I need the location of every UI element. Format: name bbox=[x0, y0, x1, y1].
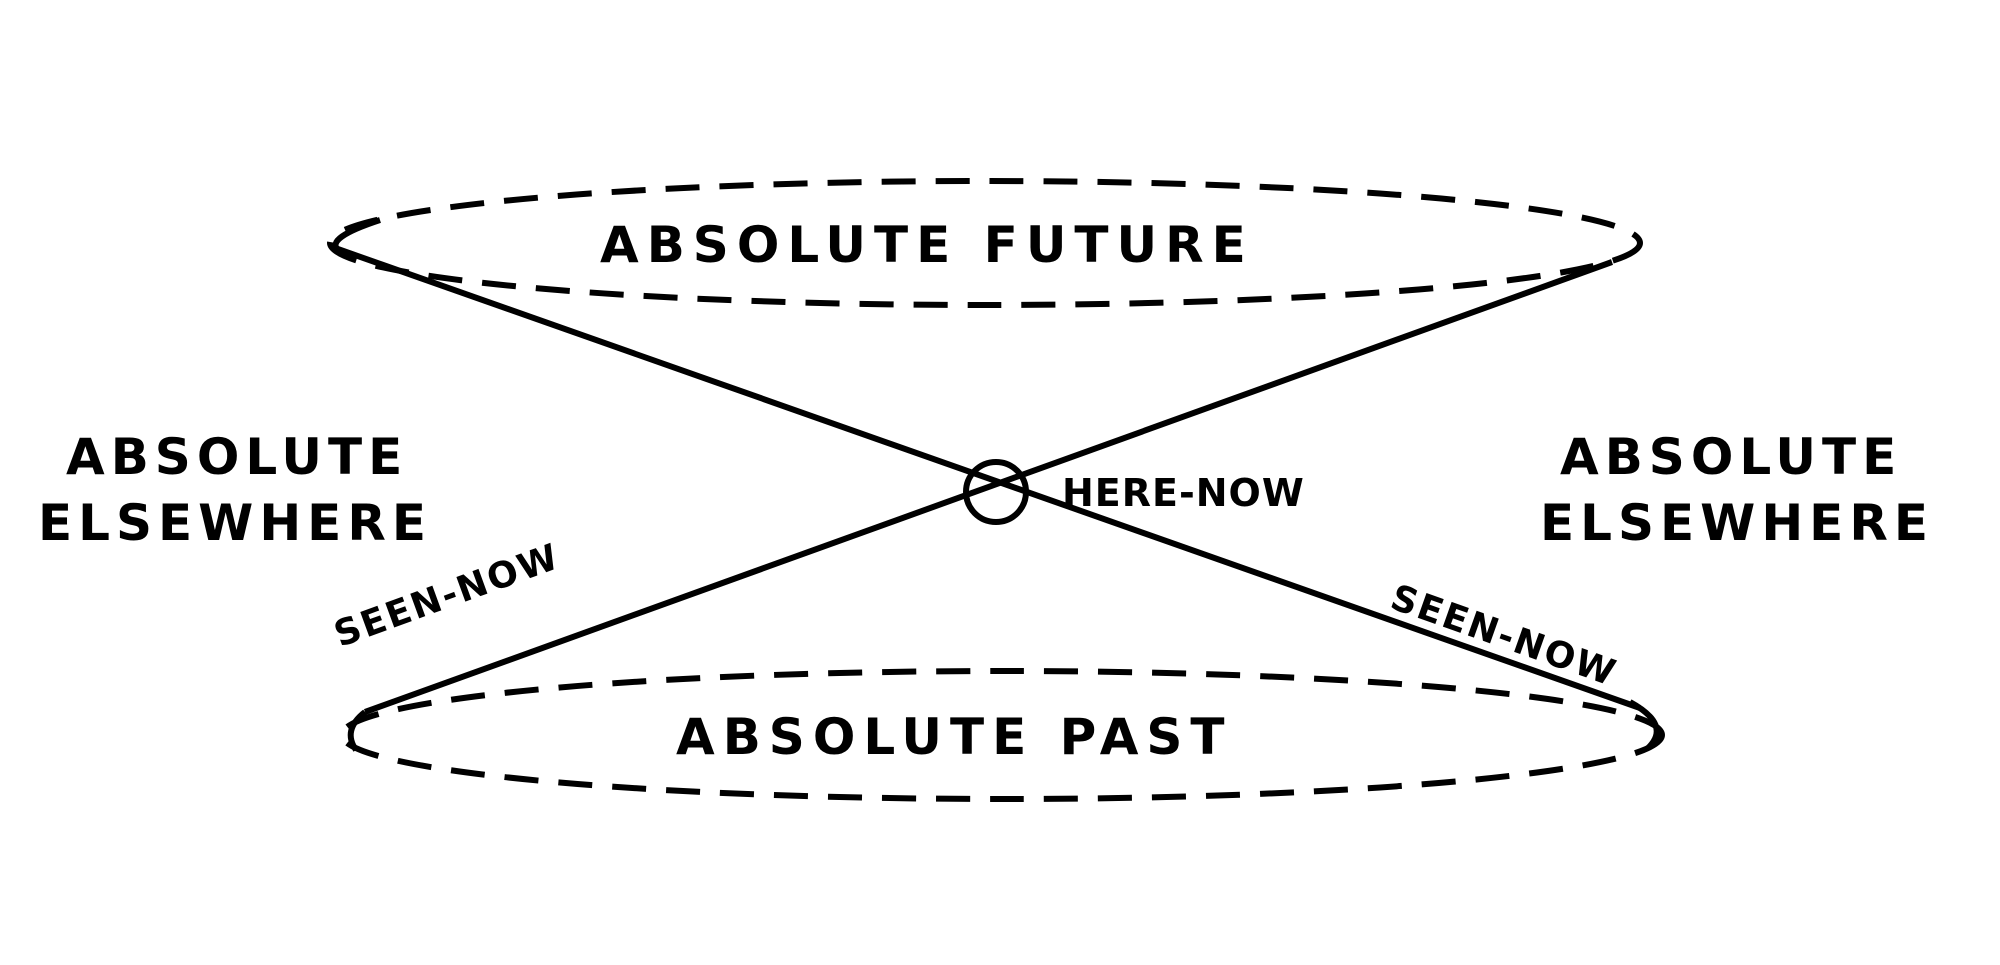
future-cone-ellipse bbox=[327, 178, 1643, 308]
here-now-circle bbox=[963, 459, 1029, 525]
absolute-elsewhere-right-line1: ABSOLUTE bbox=[1560, 428, 1903, 486]
cone-edge-line-descending bbox=[334, 245, 1641, 711]
absolute-past-label: ABSOLUTE PAST bbox=[676, 708, 1233, 766]
here-now-label: HERE-NOW bbox=[1062, 471, 1305, 515]
absolute-elsewhere-right-label: ABSOLUTE ELSEWHERE bbox=[1540, 424, 1934, 556]
past-ellipse-right-tip bbox=[1628, 699, 1660, 751]
absolute-elsewhere-left-line2: ELSEWHERE bbox=[38, 494, 432, 552]
past-cone-ellipse bbox=[339, 668, 1665, 802]
cone-edge-line-ascending bbox=[363, 259, 1614, 715]
past-ellipse-left-tip bbox=[347, 709, 367, 752]
absolute-elsewhere-left-line1: ABSOLUTE bbox=[66, 428, 409, 486]
absolute-elsewhere-left-label: ABSOLUTE ELSEWHERE bbox=[38, 424, 432, 556]
absolute-elsewhere-right-line2: ELSEWHERE bbox=[1540, 494, 1934, 552]
future-ellipse-left-tip bbox=[332, 217, 381, 253]
absolute-future-label: ABSOLUTE FUTURE bbox=[600, 216, 1254, 274]
